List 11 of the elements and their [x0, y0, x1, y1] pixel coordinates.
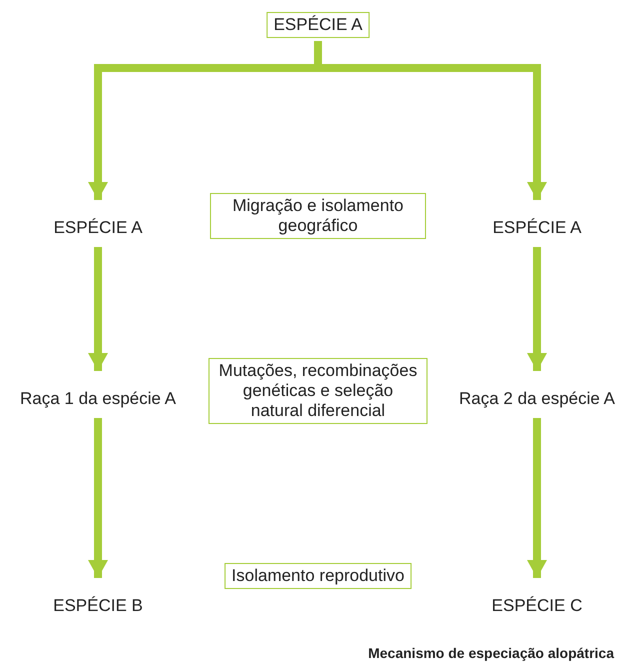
- caption: Mecanismo de especiação alopátrica: [368, 645, 614, 661]
- species-label: Raça 2 da espécie A: [457, 389, 617, 409]
- arrow: [527, 418, 547, 578]
- process-box: ESPÉCIE A: [266, 12, 370, 38]
- process-box: Isolamento reprodutivo: [224, 563, 412, 589]
- process-box: Migração e isolamento geográfico: [210, 193, 426, 239]
- arrow: [88, 247, 108, 371]
- species-label: Raça 1 da espécie A: [18, 389, 178, 409]
- arrow: [88, 418, 108, 578]
- process-box: Mutações, recombinações genéticas e seleção natural diferencial: [208, 358, 428, 424]
- arrow: [527, 247, 547, 371]
